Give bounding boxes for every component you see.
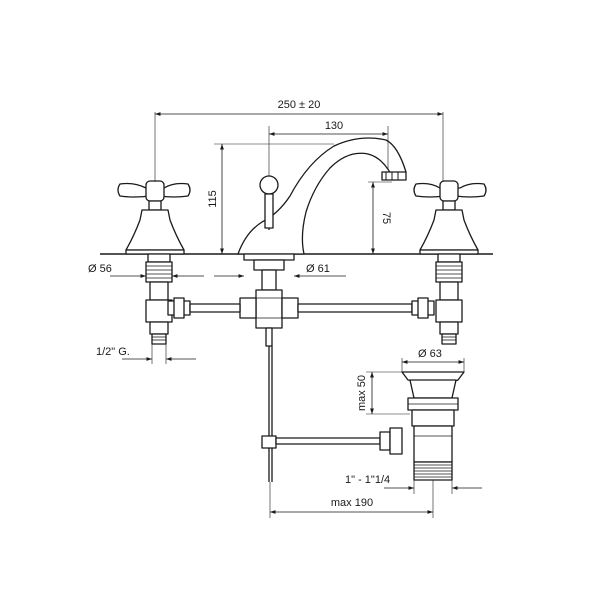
dim-waste-thread: 1" - 1"1/4 <box>345 474 482 494</box>
spout-clearance-label: 75 <box>380 212 392 224</box>
dim-spout-clearance: 75 <box>368 181 392 254</box>
dim-spout-flange: Ø 61 <box>214 263 346 278</box>
waste-depth-label: max 50 <box>356 375 368 411</box>
supply-thread-label: 1/2" G. <box>96 346 130 358</box>
pop-up-waste <box>401 371 465 481</box>
dim-spout-reach: 130 <box>268 120 389 176</box>
overall-width-label: 250 ± 20 <box>278 99 321 111</box>
right-valve-body <box>435 253 463 345</box>
pull-rod-reach-label: max 190 <box>331 497 373 509</box>
waste-flange-label: Ø 63 <box>418 348 442 360</box>
spout-height-label: 115 <box>207 190 219 208</box>
pull-rod <box>261 346 403 482</box>
dim-waste-flange: Ø 63 <box>401 348 465 372</box>
dim-waste-depth: max 50 <box>356 371 410 415</box>
dim-overall-width: 250 ± 20 <box>154 99 444 182</box>
spout <box>237 137 407 255</box>
spout-flange-label: Ø 61 <box>306 263 330 275</box>
dim-supply-thread: 1/2" G. <box>96 344 196 364</box>
dim-pull-rod-reach: max 190 <box>269 480 434 518</box>
waste-thread-label: 1" - 1"1/4 <box>345 474 390 486</box>
spout-shank-and-tee <box>239 253 299 347</box>
pop-up-knob <box>259 175 279 230</box>
left-cross-handle <box>117 180 191 255</box>
left-valve-body <box>145 253 173 345</box>
spout-reach-label: 130 <box>325 120 343 132</box>
connecting-tubes <box>167 297 435 319</box>
dim-handle-flange: Ø 56 <box>88 263 204 278</box>
handle-flange-label: Ø 56 <box>88 263 112 275</box>
dim-spout-height: 115 <box>207 143 334 254</box>
right-cross-handle <box>413 180 487 255</box>
